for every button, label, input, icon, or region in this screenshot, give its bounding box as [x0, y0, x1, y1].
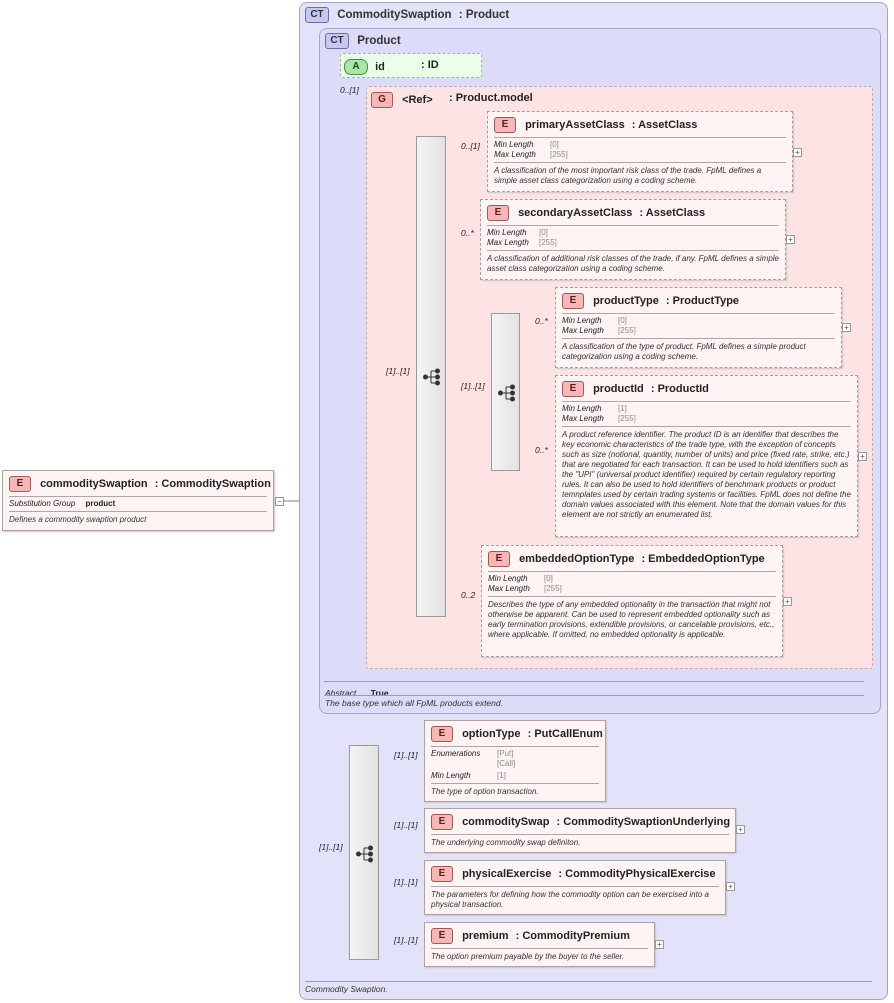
product-badge-icon: CT	[325, 33, 349, 49]
element-badge-icon: E	[9, 476, 31, 492]
choice-compositor-product-id[interactable]	[491, 313, 520, 471]
swaption-seq-cardinality: [1]..[1]	[319, 842, 343, 852]
complex-type-base: : Product	[458, 9, 510, 22]
element-commodity-swap[interactable]: E commoditySwap : CommoditySwaptionUnder…	[424, 808, 736, 853]
expand-plus-icon[interactable]: +	[793, 148, 802, 157]
element-badge-icon: E	[431, 928, 453, 944]
group-badge-icon: G	[371, 92, 393, 108]
element-option-type[interactable]: E optionType : PutCallEnum Enumerations[…	[424, 720, 606, 802]
complex-type-header: CT CommoditySwaption : Product	[305, 7, 509, 23]
product-model-cardinality: [1]..[1]	[386, 366, 410, 376]
element-badge-icon: E	[494, 117, 516, 133]
collapse-minus-icon[interactable]: −	[275, 497, 284, 506]
sequence-compositor-icon	[356, 845, 373, 863]
element-primary-asset-class[interactable]: E primaryAssetClass : AssetClass Min Len…	[487, 111, 793, 192]
expand-plus-icon[interactable]: +	[726, 882, 735, 891]
element-physical-exercise[interactable]: E physicalExercise : CommodityPhysicalEx…	[424, 860, 726, 915]
root-element-description: Defines a commodity swaption product	[9, 515, 147, 524]
element-badge-icon: E	[431, 814, 453, 830]
group-type: : Product.model	[449, 92, 533, 104]
substitution-group: Substitution Group product	[9, 499, 116, 508]
expand-plus-icon[interactable]: +	[783, 597, 792, 606]
sequence-compositor-icon	[423, 368, 440, 386]
element-premium[interactable]: E premium : CommodityPremium The option …	[424, 922, 655, 967]
product-header: CT Product	[325, 33, 401, 49]
attribute-badge-icon: A	[344, 59, 368, 75]
element-badge-icon: E	[431, 866, 453, 882]
expand-plus-icon[interactable]: +	[858, 452, 867, 461]
product-abstract: Abstract True	[325, 688, 389, 698]
sequence-compositor-icon	[498, 384, 515, 402]
complex-type-description: Commodity Swaption.	[305, 984, 388, 994]
attribute-cardinality: 0..[1]	[340, 85, 359, 95]
element-badge-icon: E	[562, 381, 584, 397]
choice-cardinality: [1]..[1]	[461, 381, 485, 391]
expand-plus-icon[interactable]: +	[842, 323, 851, 332]
sequence-compositor-swaption[interactable]	[349, 745, 379, 960]
product-name: Product	[357, 35, 401, 48]
element-badge-icon: E	[488, 551, 510, 567]
element-badge-icon: E	[487, 205, 509, 221]
attribute-id[interactable]: A id : ID	[340, 53, 482, 78]
expand-plus-icon[interactable]: +	[736, 825, 745, 834]
element-product-id[interactable]: E productId : ProductId Min Length[1] Ma…	[555, 375, 858, 537]
group-ref: <Ref>	[402, 93, 433, 106]
product-description: The base type which all FpML products ex…	[325, 698, 503, 708]
element-badge-icon: E	[431, 726, 453, 742]
sequence-compositor-product-model[interactable]	[416, 136, 446, 617]
complex-type-badge-icon: CT	[305, 7, 329, 23]
expand-plus-icon[interactable]: +	[786, 235, 795, 244]
element-commodity-swaption[interactable]: E commoditySwaption : CommoditySwaption …	[2, 470, 274, 531]
element-product-type[interactable]: E productType : ProductType Min Length[0…	[555, 287, 842, 368]
element-badge-icon: E	[562, 293, 584, 309]
expand-plus-icon[interactable]: +	[655, 940, 664, 949]
complex-type-name: CommoditySwaption	[337, 9, 452, 22]
element-embedded-option-type[interactable]: E embeddedOptionType : EmbeddedOptionTyp…	[481, 545, 783, 657]
element-secondary-asset-class[interactable]: E secondaryAssetClass : AssetClass Min L…	[480, 199, 786, 280]
